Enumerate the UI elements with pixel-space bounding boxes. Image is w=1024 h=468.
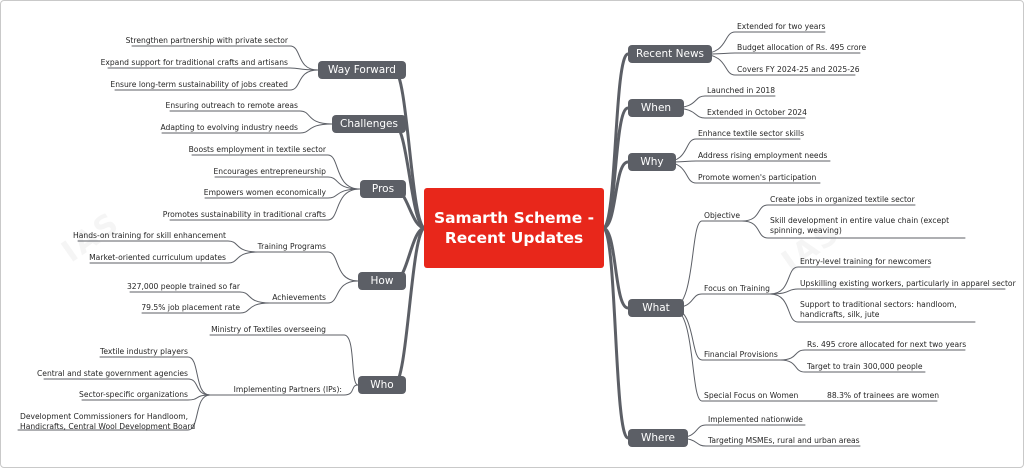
leaf: Target to train 300,000 people <box>807 362 923 371</box>
leaf: Boosts employment in textile sector <box>188 145 326 154</box>
connector <box>663 160 831 163</box>
connector <box>257 251 359 282</box>
branch-recent-news[interactable]: Recent News <box>628 45 712 63</box>
central-topic: Samarth Scheme - Recent Updates <box>424 188 604 268</box>
leaf: Hands-on training for skill enhancement <box>73 231 226 240</box>
branch-why[interactable]: Why <box>628 153 676 171</box>
connector <box>161 123 333 134</box>
branch-pros[interactable]: Pros <box>360 180 406 198</box>
connector <box>741 220 966 239</box>
connector <box>779 349 966 361</box>
leaf: Expand support for traditional crafts an… <box>100 58 288 67</box>
leaf: Strengthen partnership with private sect… <box>125 36 288 45</box>
leaf: Market-oriented curriculum updates <box>89 253 226 262</box>
connector <box>131 45 319 71</box>
connector <box>43 378 211 396</box>
connector <box>699 52 861 55</box>
connector <box>392 68 427 230</box>
branch-when[interactable]: When <box>628 99 684 117</box>
connector <box>204 188 361 199</box>
connector <box>99 356 211 396</box>
leaf: Targeting MSMEs, rural and urban areas <box>708 436 860 445</box>
leaf: Covers FY 2024-25 and 2025-26 <box>737 65 860 74</box>
leaf: Skill development in entire value chain … <box>770 216 950 235</box>
sub-branch-focus-training: Focus on Training <box>704 284 770 293</box>
leaf: Implemented nationwide <box>708 415 803 424</box>
connector <box>671 95 776 109</box>
connector <box>601 226 630 440</box>
leaf: Empowers women economically <box>203 188 326 197</box>
sub-branch-financial: Financial Provisions <box>704 350 778 359</box>
connector <box>209 334 359 386</box>
leaf: Support to traditional sectors: handloom… <box>800 300 957 319</box>
connector <box>671 220 743 309</box>
connector <box>169 110 333 125</box>
leaf: 327,000 people trained so far <box>126 282 240 291</box>
connector <box>89 251 259 264</box>
branch-challenges[interactable]: Challenges <box>332 115 406 133</box>
connector <box>671 293 771 309</box>
leaf: Adapting to evolving industry needs <box>160 123 298 132</box>
leaf: Extended for two years <box>737 22 826 31</box>
connector <box>769 293 976 323</box>
branch-how[interactable]: How <box>358 272 406 290</box>
leaf-ministry: Ministry of Textiles overseeing <box>211 325 326 334</box>
leaf: Development Commissioners for Handloom, … <box>20 412 196 431</box>
connector <box>107 67 319 71</box>
leaf: Budget allocation of Rs. 495 crore <box>737 43 867 52</box>
connector <box>214 176 361 190</box>
leaf: Promote women's participation <box>698 173 817 182</box>
connector <box>209 384 359 396</box>
connector <box>114 69 319 91</box>
connector <box>741 204 916 222</box>
leaf: Sector-specific organizations <box>79 390 188 399</box>
leaf: Central and state government agencies <box>37 369 188 378</box>
sub-branch-implementing-partners: Implementing Partners (IPs): <box>233 385 342 394</box>
branch-what[interactable]: What <box>628 299 684 317</box>
sub-branch-special-focus: Special Focus on Women <box>704 391 799 400</box>
connector <box>129 291 271 304</box>
branch-way-forward[interactable]: Way Forward <box>318 61 406 79</box>
leaf: Ensuring outreach to remote areas <box>165 101 298 110</box>
connector <box>769 288 1006 295</box>
connector <box>601 160 630 230</box>
leaf: Rs. 495 crore allocated for next two yea… <box>807 340 967 349</box>
branch-where[interactable]: Where <box>628 429 688 447</box>
connector <box>779 359 926 373</box>
leaf: Create jobs in organized textile sector <box>770 195 915 204</box>
connector <box>169 188 361 221</box>
connector <box>77 240 259 253</box>
leaf: Upskilling existing workers, particularl… <box>800 279 1016 288</box>
connector <box>769 266 931 295</box>
leaf: Ensure long-term sustainability of jobs … <box>110 80 288 89</box>
sub-branch-achievements: Achievements <box>272 293 326 302</box>
leaf: Launched in 2018 <box>707 86 776 95</box>
leaf: Entry-level training for newcomers <box>800 257 932 266</box>
connector <box>17 394 211 431</box>
sub-branch-training-programs: Training Programs <box>257 242 326 251</box>
connector <box>141 302 271 314</box>
connector <box>81 394 211 401</box>
leaf: Extended in October 2024 <box>707 108 807 117</box>
leaf: Address rising employment needs <box>698 151 828 160</box>
leaf: 88.3% of trainees are women <box>827 391 940 400</box>
sub-branch-objective: Objective <box>704 211 741 220</box>
connector <box>269 280 359 304</box>
branch-who[interactable]: Who <box>358 376 406 394</box>
leaf: Encourages entrepreneurship <box>213 167 326 176</box>
leaf: Enhance textile sector skills <box>698 129 805 138</box>
connector <box>191 154 361 190</box>
leaf: Textile industry players <box>99 347 188 356</box>
leaf: 79.5% job placement rate <box>141 303 240 312</box>
leaf: Promotes sustainability in traditional c… <box>162 210 326 219</box>
